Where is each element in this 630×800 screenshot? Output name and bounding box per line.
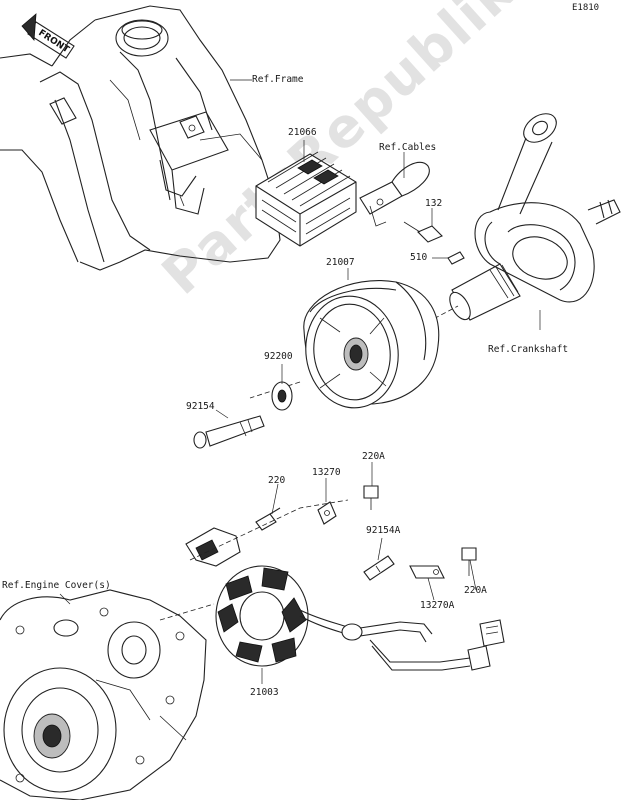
label-part-92154: 92154 bbox=[186, 401, 215, 412]
bolt-220-part bbox=[255, 507, 281, 531]
label-part-13270A: 13270A bbox=[420, 600, 455, 611]
label-part-220A-top: 220A bbox=[362, 451, 385, 462]
label-part-92200: 92200 bbox=[264, 351, 293, 362]
stator-part bbox=[159, 499, 505, 671]
label-part-21066: 21066 bbox=[288, 127, 317, 138]
crankshaft-part bbox=[419, 113, 621, 327]
front-arrow-icon: FRONT bbox=[21, 13, 75, 59]
regulator-rectifier-part bbox=[255, 151, 357, 247]
label-part-220A-right: 220A bbox=[464, 585, 487, 596]
label-part-21007: 21007 bbox=[326, 257, 355, 268]
bolt-220A-right-part bbox=[461, 547, 477, 576]
label-part-510: 510 bbox=[410, 252, 428, 263]
key-510-part bbox=[447, 251, 465, 265]
label-ref-frame: Ref.Frame bbox=[252, 74, 304, 85]
leader-lines bbox=[59, 79, 541, 684]
rotor-flywheel-part bbox=[249, 280, 440, 409]
label-ref-crankshaft: Ref.Crankshaft bbox=[488, 344, 569, 355]
bracket-13270A-part bbox=[409, 565, 445, 579]
diagram-code: E1810 bbox=[572, 3, 600, 13]
bracket-13270-part bbox=[317, 501, 337, 525]
label-ref-engine-cover: Ref.Engine Cover(s) bbox=[2, 580, 111, 591]
bolt-132-part bbox=[403, 221, 443, 243]
label-part-132: 132 bbox=[425, 198, 443, 209]
washer-92200-part bbox=[271, 381, 293, 411]
bolt-92154A-part bbox=[363, 555, 395, 581]
engine-cover-part bbox=[0, 589, 207, 800]
label-part-13270: 13270 bbox=[312, 467, 341, 478]
frame-part bbox=[0, 5, 281, 271]
label-ref-cables: Ref.Cables bbox=[379, 142, 437, 153]
cable-clamp-part bbox=[359, 161, 430, 227]
label-part-21003: 21003 bbox=[250, 687, 279, 698]
bolt-92154-part bbox=[193, 415, 265, 449]
label-part-92154A: 92154A bbox=[366, 525, 401, 536]
bolt-220A-top-part bbox=[363, 485, 379, 510]
label-part-220: 220 bbox=[268, 475, 286, 486]
